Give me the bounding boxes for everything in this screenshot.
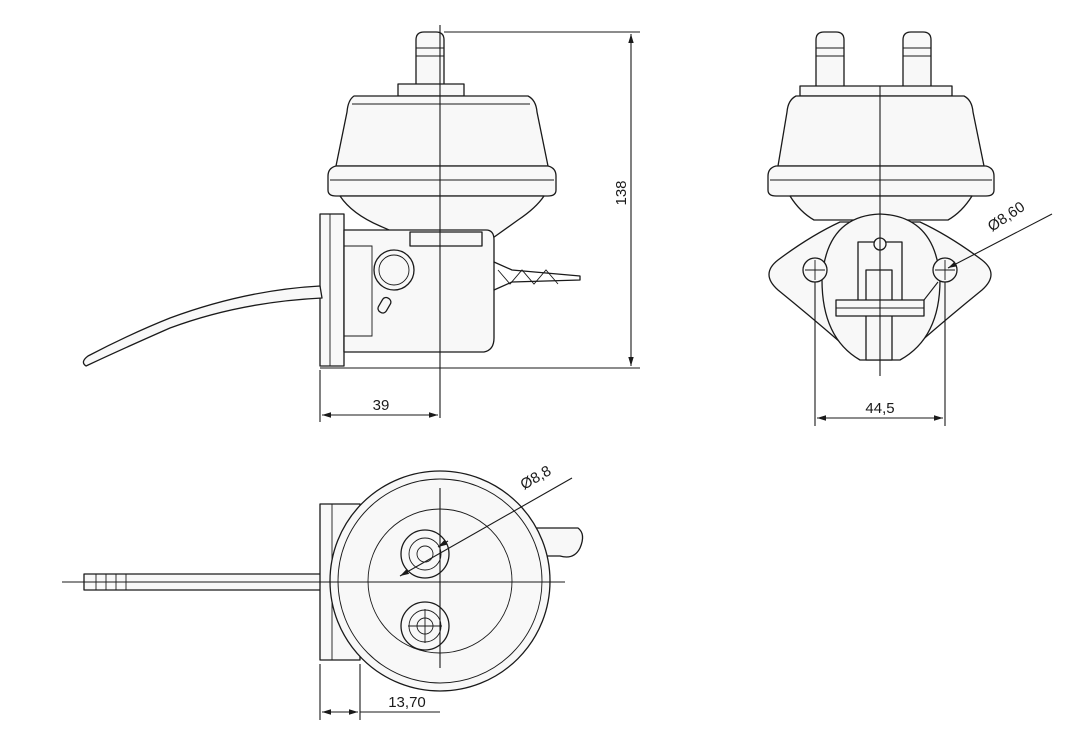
front-cap-top	[799, 85, 953, 97]
side-inlet-nipple	[415, 31, 445, 89]
front-right-nipple	[902, 31, 932, 89]
flange-thickness-label: 13,70	[388, 694, 426, 711]
dimension-height: 138	[320, 31, 640, 369]
side-housing-top-block	[409, 231, 483, 247]
side-rim	[327, 165, 557, 197]
front-body-lower	[789, 195, 973, 221]
height-dimension-label: 138	[613, 180, 630, 205]
hole-spacing-label: 44,5	[865, 400, 894, 417]
side-view	[82, 25, 581, 418]
side-round-boss	[373, 249, 415, 291]
side-mount-flange	[319, 213, 345, 367]
front-left-nipple	[815, 31, 845, 89]
front-cap-dome	[777, 95, 985, 167]
side-cap-dome	[335, 95, 549, 167]
side-spring-clip	[493, 261, 581, 291]
front-view	[767, 31, 995, 376]
dimension-hole-spacing: 44,5	[814, 282, 946, 426]
dimension-flange-offset: 39	[319, 370, 438, 422]
port-diameter-label: Ø8,8	[518, 462, 555, 493]
top-upper-port	[400, 529, 450, 579]
side-slot	[377, 296, 392, 314]
top-view	[62, 470, 584, 692]
side-cap-top	[397, 83, 465, 97]
side-priming-lever	[82, 285, 323, 367]
dimension-flange-thickness: 13,70	[319, 664, 440, 720]
flange-offset-label: 39	[373, 397, 390, 414]
front-rim	[767, 165, 995, 197]
side-housing	[343, 229, 495, 353]
